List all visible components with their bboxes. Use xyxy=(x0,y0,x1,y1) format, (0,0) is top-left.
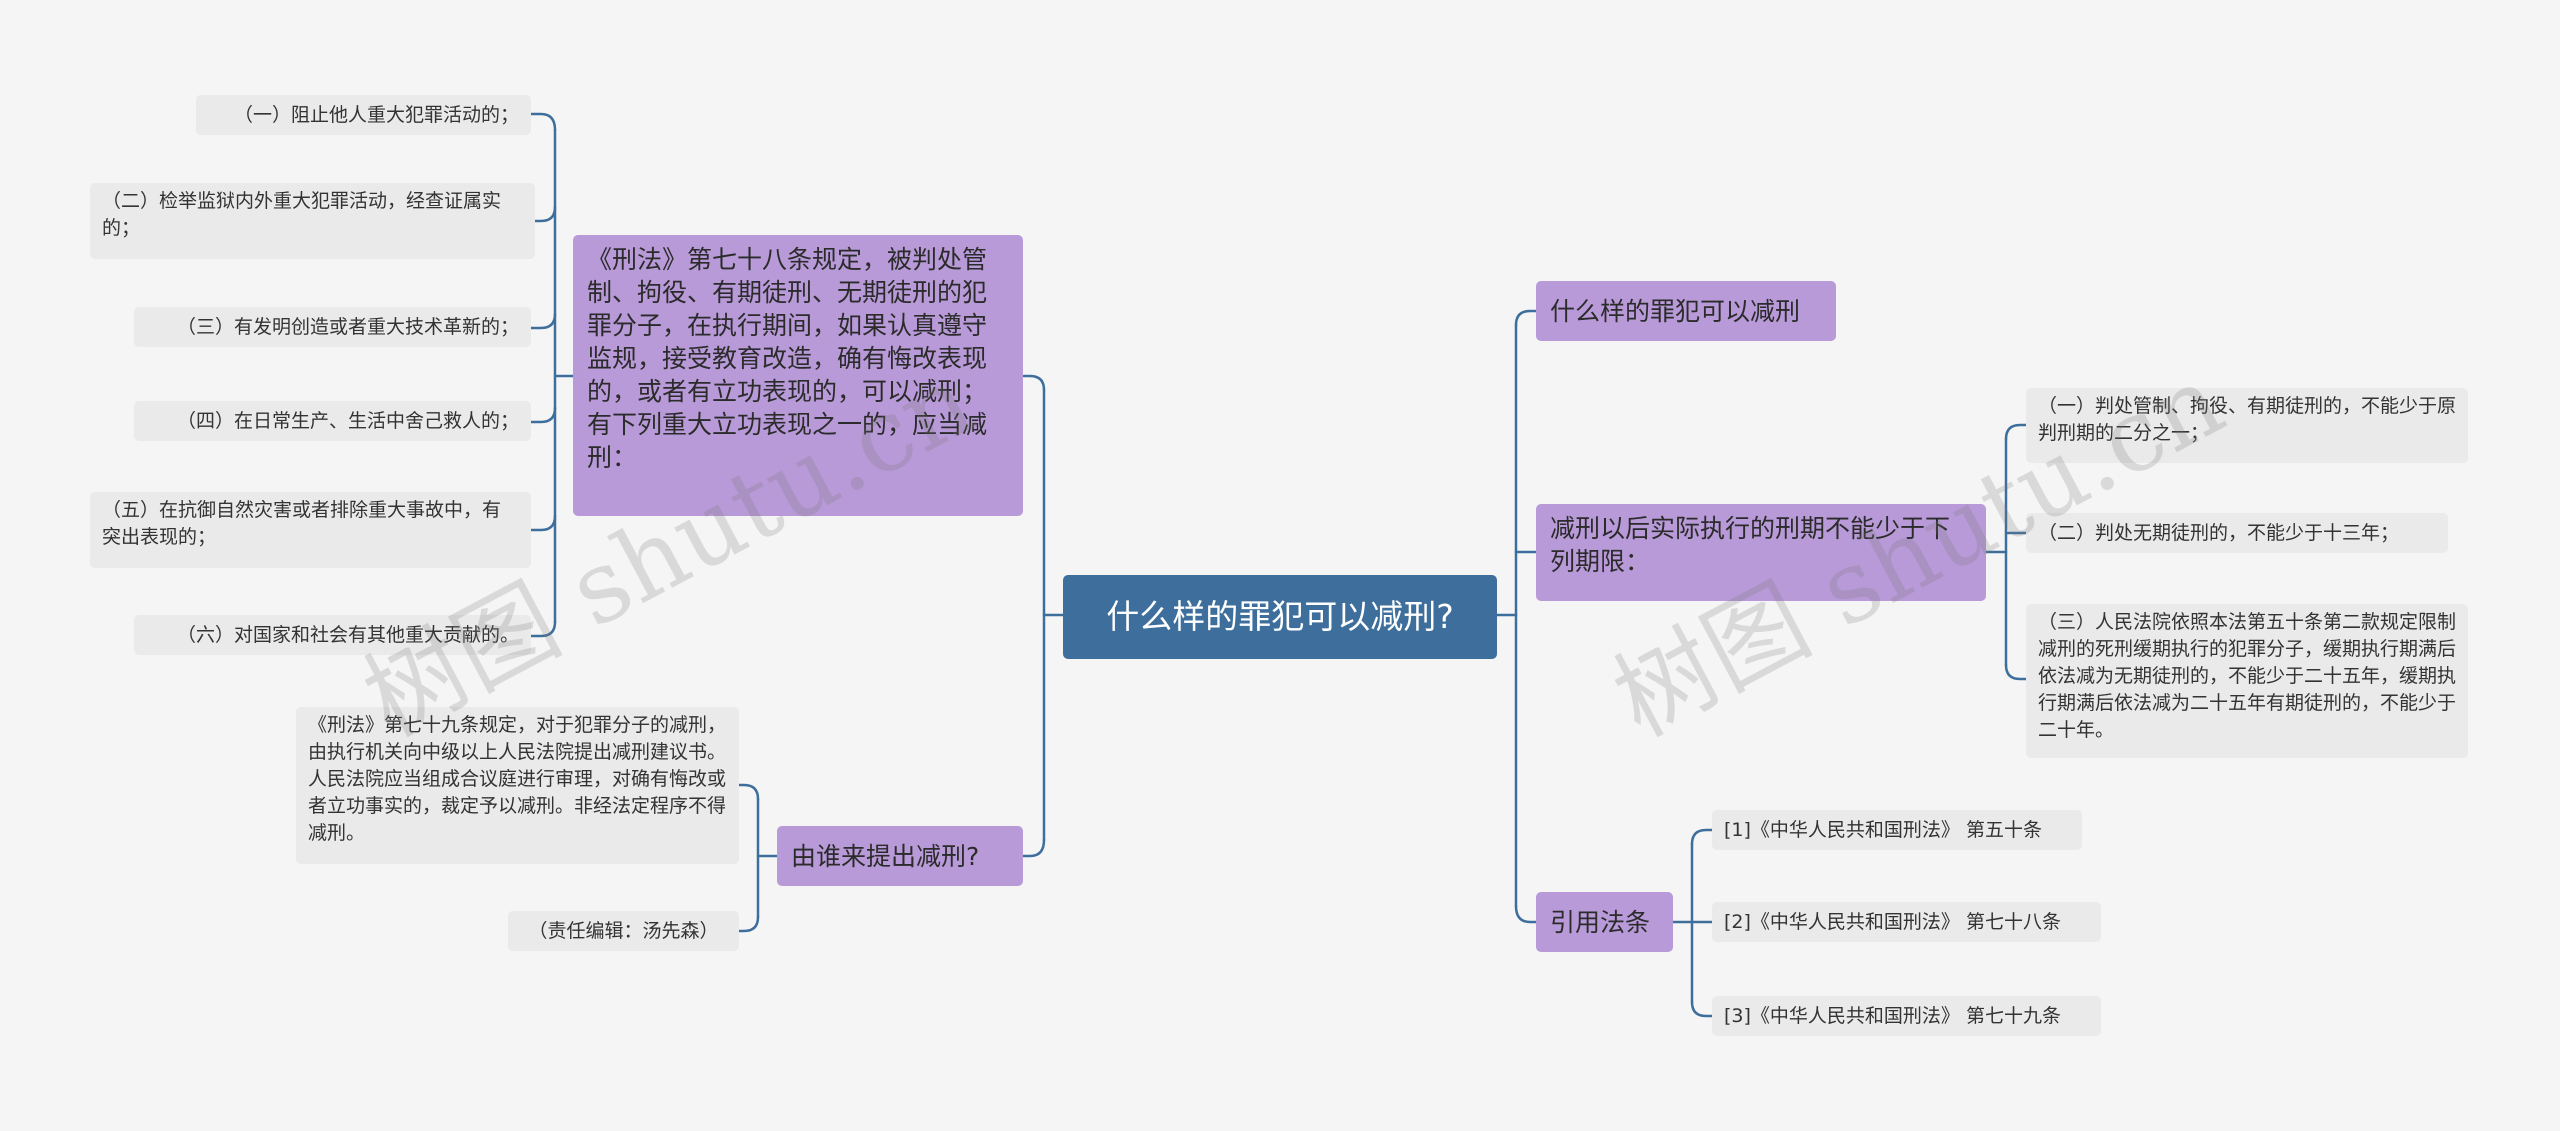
who-item-1[interactable]: 《刑法》第七十九条规定，对于犯罪分子的减刑，由执行机关向中级以上人民法院提出减刑… xyxy=(296,707,739,864)
law78-item-6[interactable]: （六）对国家和社会有其他重大贡献的。 xyxy=(134,615,531,655)
connector xyxy=(1021,838,1046,858)
connector xyxy=(529,406,557,424)
branch-refs[interactable]: 引用法条 xyxy=(1536,892,1673,952)
connector xyxy=(1690,1000,1714,1018)
branch-limit[interactable]: 减刑以后实际执行的刑期不能少于下列期限： xyxy=(1536,504,1986,601)
law78-item-4[interactable]: （四）在日常生产、生活中舍己救人的； xyxy=(134,401,531,441)
branch-who[interactable]: 由谁来提出减刑? xyxy=(777,826,1023,886)
law78-item-2[interactable]: （二）检举监狱内外重大犯罪活动，经查证属实的； xyxy=(90,183,535,259)
refs-item-3[interactable]: [3]《中华人民共和国刑法》 第七十九条 xyxy=(1712,996,2101,1036)
connector xyxy=(529,112,557,132)
root-label: 什么样的罪犯可以减刑? xyxy=(1106,597,1454,636)
law78-item-3[interactable]: （三）有发明创造或者重大技术革新的； xyxy=(134,307,531,347)
root-node[interactable]: 什么样的罪犯可以减刑? xyxy=(1063,575,1497,659)
branch-law78[interactable]: 《刑法》第七十八条规定，被判处管制、拘役、有期徒刑、无期徒刑的犯罪分子，在执行期… xyxy=(573,235,1023,516)
connector xyxy=(1690,828,1714,846)
connector xyxy=(529,514,557,532)
branch-who-label: 由谁来提出减刑? xyxy=(791,841,980,871)
connector xyxy=(1022,374,1046,392)
limit-item-1[interactable]: （一）判处管制、拘役、有期徒刑的，不能少于原判刑期的二分之一； xyxy=(2026,388,2468,463)
connector xyxy=(737,915,760,933)
limit-item-3[interactable]: （三）人民法院依照本法第五十条第二款规定限制减刑的死刑缓期执行的犯罪分子，缓期执… xyxy=(2026,604,2468,758)
branch-what[interactable]: 什么样的罪犯可以减刑 xyxy=(1536,281,1836,341)
connector xyxy=(737,783,760,801)
connector xyxy=(1514,904,1538,924)
connector xyxy=(1514,309,1538,327)
branch-law78-label: 《刑法》第七十八条规定，被判处管制、拘役、有期徒刑、无期徒刑的犯罪分子，在执行期… xyxy=(587,245,988,472)
connector xyxy=(533,205,557,223)
law78-item-5[interactable]: （五）在抗御自然灾害或者排除重大事故中，有突出表现的； xyxy=(90,492,531,568)
connector xyxy=(529,312,557,330)
refs-item-2[interactable]: [2]《中华人民共和国刑法》 第七十八条 xyxy=(1712,902,2101,942)
branch-refs-label: 引用法条 xyxy=(1550,907,1651,937)
branch-limit-label: 减刑以后实际执行的刑期不能少于下列期限： xyxy=(1550,514,1951,576)
who-item-2[interactable]: （责任编辑：汤先森） xyxy=(508,911,739,951)
connector xyxy=(2004,423,2028,441)
branch-what-label: 什么样的罪犯可以减刑 xyxy=(1550,296,1801,326)
connector xyxy=(2004,663,2028,681)
limit-item-2[interactable]: （二）判处无期徒刑的，不能少于十三年； xyxy=(2026,513,2448,553)
connector xyxy=(529,620,557,638)
law78-item-1[interactable]: （一）阻止他人重大犯罪活动的； xyxy=(196,95,531,135)
refs-item-1[interactable]: [1]《中华人民共和国刑法》 第五十条 xyxy=(1712,810,2082,850)
